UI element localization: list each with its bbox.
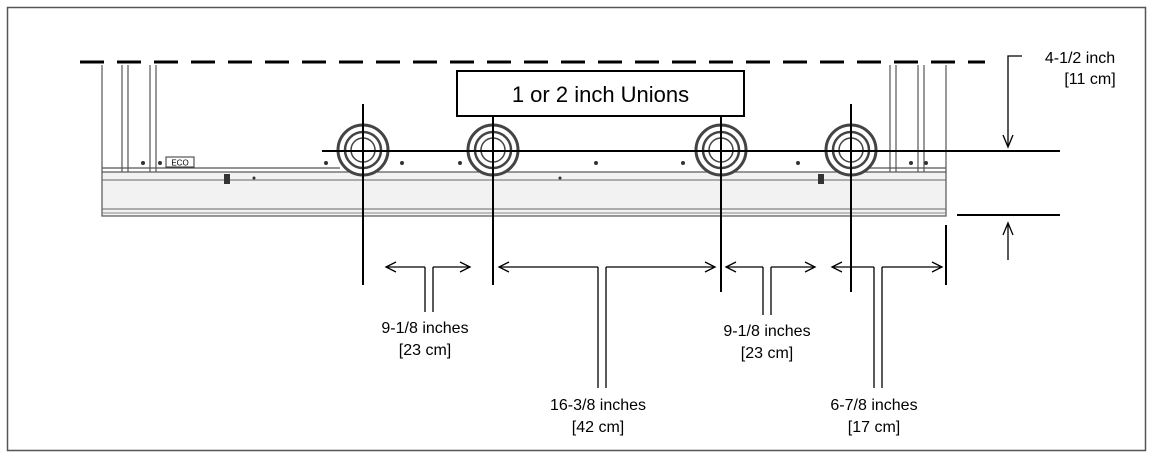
height-dimension-imperial: 4-1/2 inch xyxy=(1045,50,1115,67)
unions-callout-box xyxy=(456,70,745,117)
mounting-bolts xyxy=(141,161,928,184)
panel-badge xyxy=(165,156,195,168)
height-dimension-metric: [11 cm] xyxy=(1064,71,1115,88)
left-gap-metric: [23 cm] xyxy=(399,342,451,359)
dimension-arrows xyxy=(384,261,944,388)
equipment-outline xyxy=(101,65,947,172)
center-gap-metric: [42 cm] xyxy=(572,419,624,436)
end-gap-metric: [17 cm] xyxy=(848,419,900,436)
unions-callout-label: 1 or 2 inch Unions xyxy=(512,82,689,107)
left-gap-imperial: 9-1/8 inches xyxy=(381,320,468,337)
height-dimension xyxy=(957,55,1060,260)
right-gap-metric: [23 cm] xyxy=(741,345,793,362)
union-vertical-lines xyxy=(362,104,947,292)
center-gap-imperial: 16-3/8 inches xyxy=(550,397,646,414)
end-gap-imperial: 6-7/8 inches xyxy=(830,397,917,414)
right-gap-imperial: 9-1/8 inches xyxy=(723,323,810,340)
panel-badge-text: ECO xyxy=(171,159,188,168)
base-rail xyxy=(101,171,947,217)
